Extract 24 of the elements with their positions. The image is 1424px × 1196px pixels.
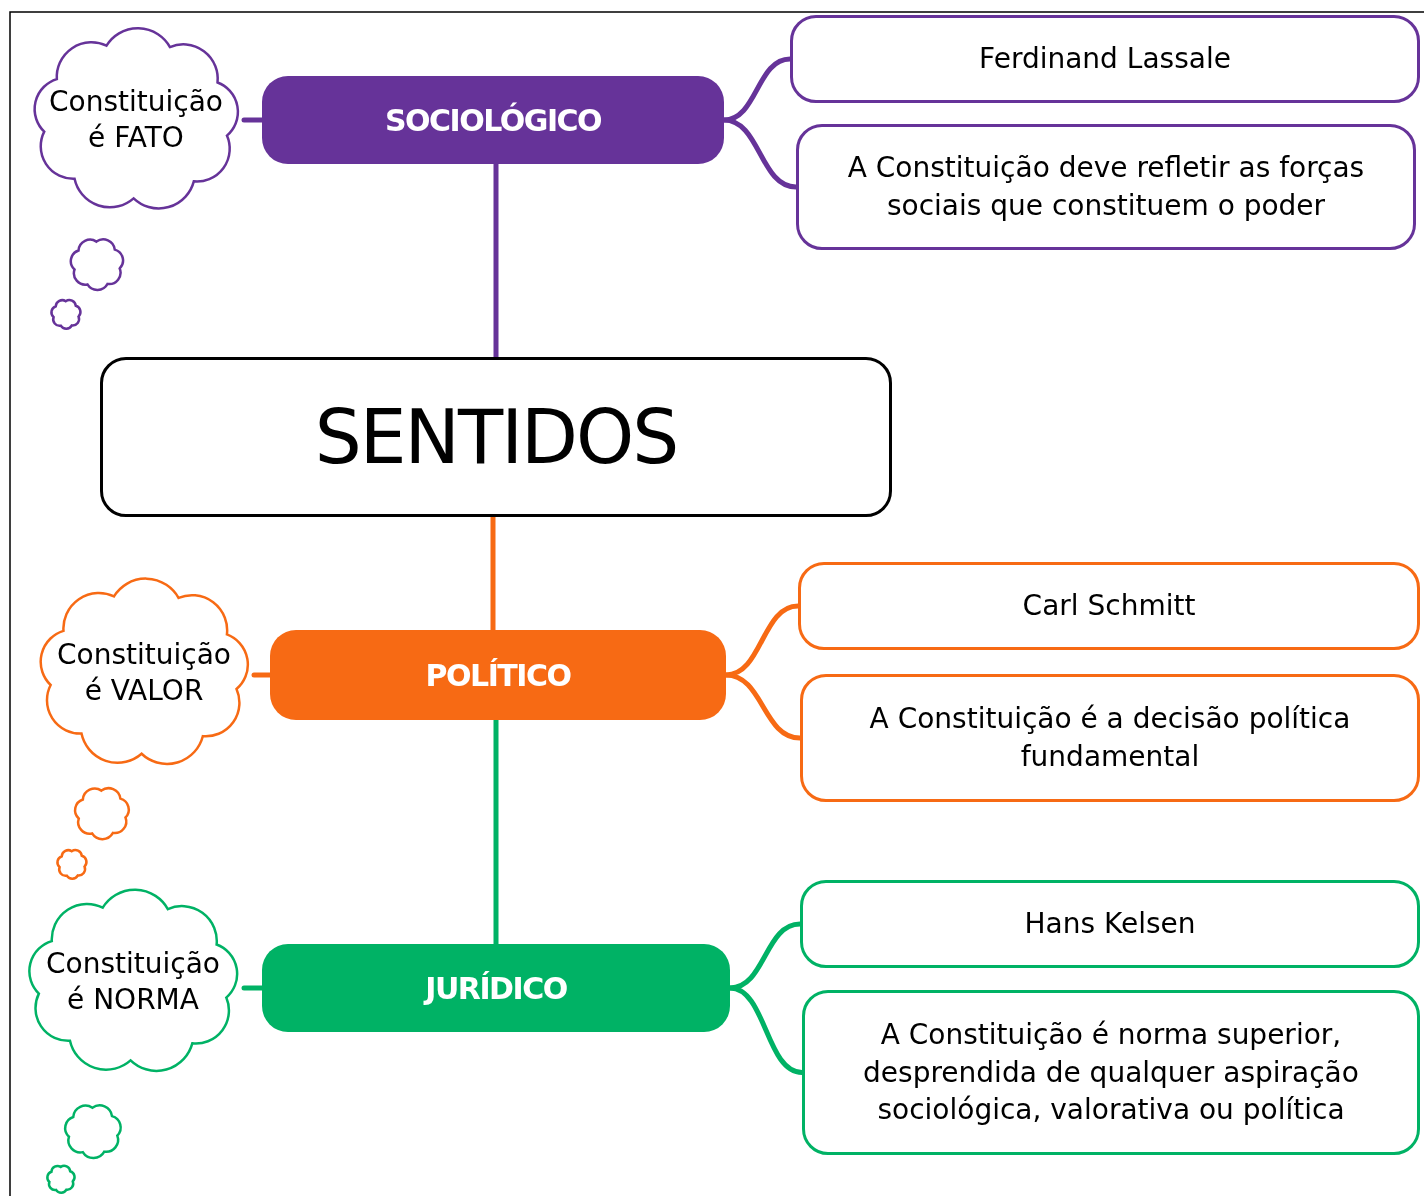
node-text: SOCIOLÓGICO: [384, 102, 602, 138]
node-text: A Constituição é norma superior, desprendida de qualquer aspiração sociológica, valorativa ou política: [862, 1016, 1360, 1129]
node-text: Hans Kelsen: [1024, 906, 1196, 943]
description-box: [800, 674, 1420, 802]
title-box: [100, 357, 892, 517]
node-text: JURÍDICO: [425, 970, 567, 1006]
category-box: [270, 630, 726, 720]
category-box: [262, 944, 730, 1032]
description-box: [802, 990, 1420, 1155]
node-text: SENTIDOS: [314, 394, 678, 480]
node-text: Constituição é NORMA: [45, 945, 221, 1018]
node-text: A Constituição deve refletir as forças sociais que constituem o poder: [846, 150, 1366, 224]
node-text: Constituição é FATO: [49, 83, 223, 156]
node-text: POLÍTICO: [425, 657, 571, 693]
category-box: [262, 76, 724, 164]
node-text: Carl Schmitt: [1022, 588, 1196, 625]
node-text: Constituição é VALOR: [56, 636, 232, 709]
description-box: [800, 880, 1420, 968]
node-text: A Constituição é a decisão política fundamental: [868, 701, 1352, 775]
node-text: Ferdinand Lassale: [979, 41, 1231, 78]
description-box: [798, 562, 1420, 650]
connector-line: [493, 717, 499, 947]
description-box: [790, 15, 1420, 103]
description-box: [796, 124, 1416, 250]
